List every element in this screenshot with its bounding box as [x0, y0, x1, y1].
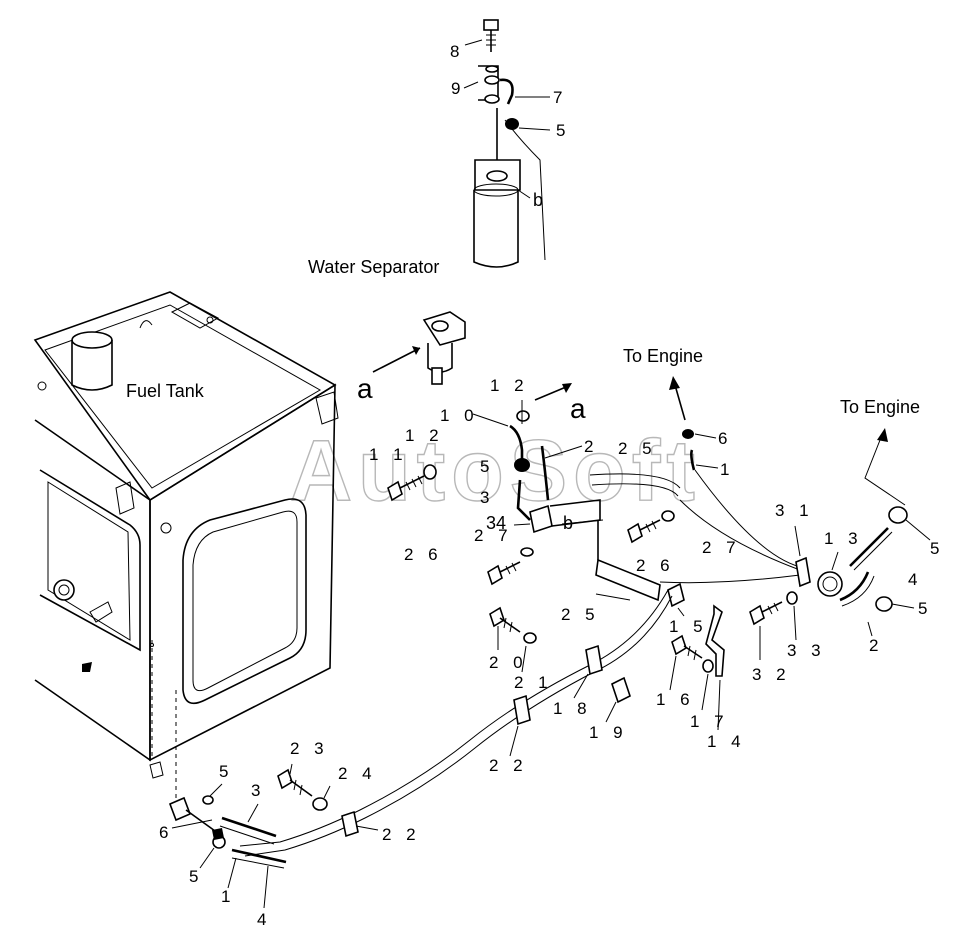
callout-12-b: 1 2	[405, 426, 444, 445]
callout-31: 3 1	[775, 501, 814, 520]
cap-5-low	[202, 795, 214, 805]
bolt-26-b	[627, 519, 661, 544]
callout-8: 8	[450, 42, 464, 61]
hose-7	[499, 78, 514, 105]
callout-23: 2 3	[290, 739, 329, 758]
bolt-23	[277, 768, 313, 797]
label-water-separator: Water Separator	[308, 257, 439, 277]
callout-5-top: 5	[556, 121, 570, 140]
callout-24: 2 4	[338, 764, 377, 783]
callout-14: 1 4	[707, 732, 746, 751]
callout-5-bot: 5	[189, 867, 203, 886]
callout-16: 1 6	[656, 690, 695, 709]
callout-4-right: 4	[908, 570, 922, 589]
fitting-5-mid	[514, 458, 530, 472]
callout-20: 2 0	[489, 653, 528, 672]
callout-25-top: 2 5	[618, 439, 657, 458]
callout-10: 1 0	[440, 406, 479, 425]
washer-12-b	[423, 464, 437, 480]
label-fuel-tank: Fuel Tank	[126, 381, 205, 401]
callout-18: 1 8	[553, 699, 592, 718]
callout-5-right1: 5	[930, 539, 944, 558]
bracket-25	[595, 558, 661, 602]
callout-4-bot: 4	[257, 910, 271, 929]
ref-a-1: a	[357, 373, 373, 404]
bolt-11	[387, 475, 425, 502]
callout-2-mid: 2	[584, 437, 598, 456]
callout-19: 1 9	[589, 723, 628, 742]
callout-1-top: 1	[720, 460, 734, 479]
callout-6-low: 6	[159, 823, 173, 842]
clamp-13	[817, 571, 843, 597]
callout-13: 1 3	[824, 529, 863, 548]
hose-10	[509, 424, 524, 462]
cap-5-top	[505, 118, 519, 130]
fuel-tank	[33, 291, 339, 779]
ref-b-1: b	[533, 190, 543, 210]
callout-22-a: 2 2	[489, 756, 528, 775]
bracket-14	[705, 604, 725, 677]
bolt-20	[489, 606, 521, 633]
callout-17: 1 7	[690, 712, 729, 731]
callout-3-low: 3	[251, 781, 265, 800]
callout-3-mid: 3	[480, 488, 494, 507]
bolt-16	[671, 634, 703, 661]
callout-12-a: 1 2	[490, 376, 529, 395]
callout-11: 1 1	[369, 445, 408, 464]
hose-2-mid	[540, 445, 550, 501]
cap-5-right2	[875, 596, 893, 612]
callout-7: 7	[553, 88, 567, 107]
clamp-22-b	[341, 810, 359, 838]
cap-5-right1	[888, 506, 908, 524]
bolt-8	[483, 19, 499, 52]
bracket-31	[795, 556, 811, 588]
clamp-22-a	[513, 694, 531, 726]
washer-12-a	[516, 410, 530, 422]
callout-34: 34	[486, 513, 506, 533]
callout-5-low: 5	[219, 762, 233, 781]
callout-9: 9	[451, 79, 465, 98]
callout-22-b: 2 2	[382, 825, 421, 844]
callout-26-a: 2 6	[404, 545, 443, 564]
hose-4-bot	[231, 848, 287, 864]
callout-32: 3 2	[752, 665, 791, 684]
hose-4-right	[849, 527, 889, 567]
callout-5-right2: 5	[918, 599, 932, 618]
callout-6-top: 6	[718, 429, 732, 448]
water-separator-small	[372, 311, 466, 385]
callout-27-a: 2 7	[474, 526, 513, 545]
label-to-engine-2: To Engine	[840, 397, 920, 417]
hose-2-right	[839, 571, 870, 602]
ref-a-2: a	[570, 393, 586, 424]
water-separator-assembly	[473, 108, 546, 268]
bolt-32	[749, 601, 783, 626]
hose-1-top	[690, 449, 696, 471]
callout-5-mid: 5	[480, 457, 494, 476]
callout-26-b: 2 6	[636, 556, 675, 575]
callout-25-mid: 2 5	[561, 605, 600, 624]
clamp-18	[585, 644, 603, 676]
callout-15: 1 5	[669, 617, 708, 636]
spacer-19	[611, 676, 631, 704]
bolt-26-a	[487, 561, 521, 586]
callout-2-right: 2	[869, 636, 883, 655]
callout-27-b: 2 7	[702, 538, 741, 557]
callout-33: 3 3	[787, 641, 826, 660]
callout-21: 2 1	[514, 673, 553, 692]
watermark: AutoSoft	[290, 423, 701, 519]
label-to-engine-1: To Engine	[623, 346, 703, 366]
hose-3-low	[221, 816, 277, 838]
bracket-9	[478, 65, 500, 104]
callout-1-bot: 1	[221, 887, 235, 906]
